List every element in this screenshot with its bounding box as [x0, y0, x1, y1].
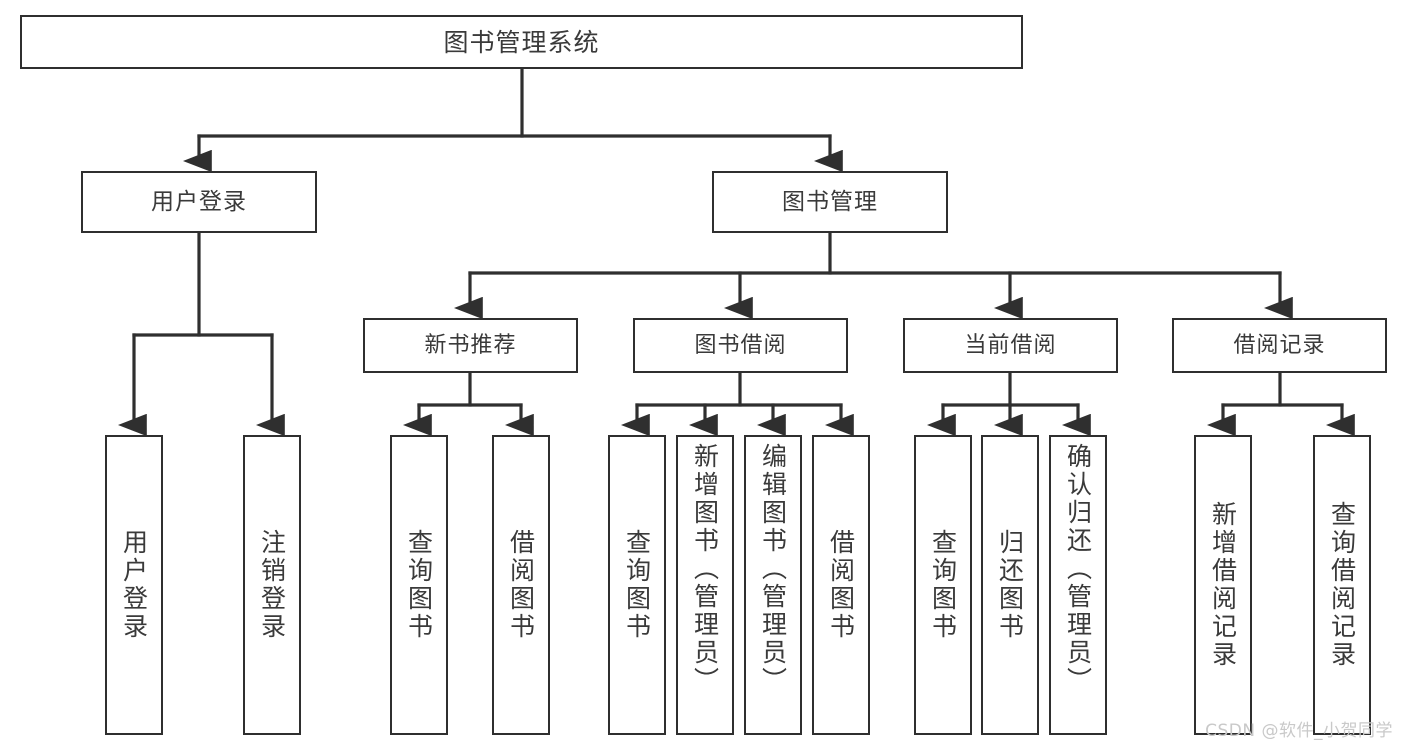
node-leaf-query-book-2[interactable]: 查询图书	[608, 435, 666, 735]
node-label: 借阅记录	[1233, 332, 1326, 358]
node-label: 借阅图书	[506, 529, 536, 641]
node-label: 新增借阅记录	[1208, 501, 1238, 669]
node-borrow-record[interactable]: 借阅记录	[1172, 318, 1387, 373]
node-leaf-query-borrow-record[interactable]: 查询借阅记录	[1313, 435, 1371, 735]
node-user-login[interactable]: 用户登录	[81, 171, 317, 233]
node-book-borrow[interactable]: 图书借阅	[633, 318, 848, 373]
node-label: 编辑图书（管理员）	[758, 443, 788, 695]
node-label: 确认归还（管理员）	[1063, 443, 1093, 695]
node-label: 查询图书	[404, 529, 434, 641]
node-leaf-confirm-return-admin[interactable]: 确认归还（管理员）	[1049, 435, 1107, 735]
node-label: 归还图书	[995, 529, 1025, 641]
node-label: 注销登录	[257, 529, 287, 641]
node-label: 查询图书	[928, 529, 958, 641]
csdn-watermark: CSDN @软件_小贺同学	[1205, 721, 1393, 741]
node-leaf-add-borrow-record[interactable]: 新增借阅记录	[1194, 435, 1252, 735]
node-leaf-borrow-book-1[interactable]: 借阅图书	[492, 435, 550, 735]
node-label: 新增图书（管理员）	[690, 443, 720, 695]
node-leaf-borrow-book-2[interactable]: 借阅图书	[812, 435, 870, 735]
node-label: 用户登录	[119, 529, 149, 641]
node-current-borrow[interactable]: 当前借阅	[903, 318, 1118, 373]
node-leaf-query-book-1[interactable]: 查询图书	[390, 435, 448, 735]
node-label: 图书借阅	[694, 332, 787, 358]
node-label: 查询图书	[622, 529, 652, 641]
node-label: 用户登录	[151, 188, 247, 215]
node-new-book-recommend[interactable]: 新书推荐	[363, 318, 578, 373]
node-leaf-return-book[interactable]: 归还图书	[981, 435, 1039, 735]
node-leaf-user-login[interactable]: 用户登录	[105, 435, 163, 735]
node-label: 借阅图书	[826, 529, 856, 641]
node-label: 查询借阅记录	[1327, 501, 1357, 669]
node-leaf-query-book-3[interactable]: 查询图书	[914, 435, 972, 735]
node-leaf-edit-book-admin[interactable]: 编辑图书（管理员）	[744, 435, 802, 735]
node-book-manage[interactable]: 图书管理	[712, 171, 948, 233]
node-label: 图书管理系统	[443, 27, 600, 57]
node-label: 图书管理	[782, 188, 878, 215]
node-label: 当前借阅	[964, 332, 1057, 358]
node-leaf-logout-login[interactable]: 注销登录	[243, 435, 301, 735]
node-label: 新书推荐	[424, 332, 517, 358]
node-leaf-add-book-admin[interactable]: 新增图书（管理员）	[676, 435, 734, 735]
node-book-management-system[interactable]: 图书管理系统	[20, 15, 1023, 69]
